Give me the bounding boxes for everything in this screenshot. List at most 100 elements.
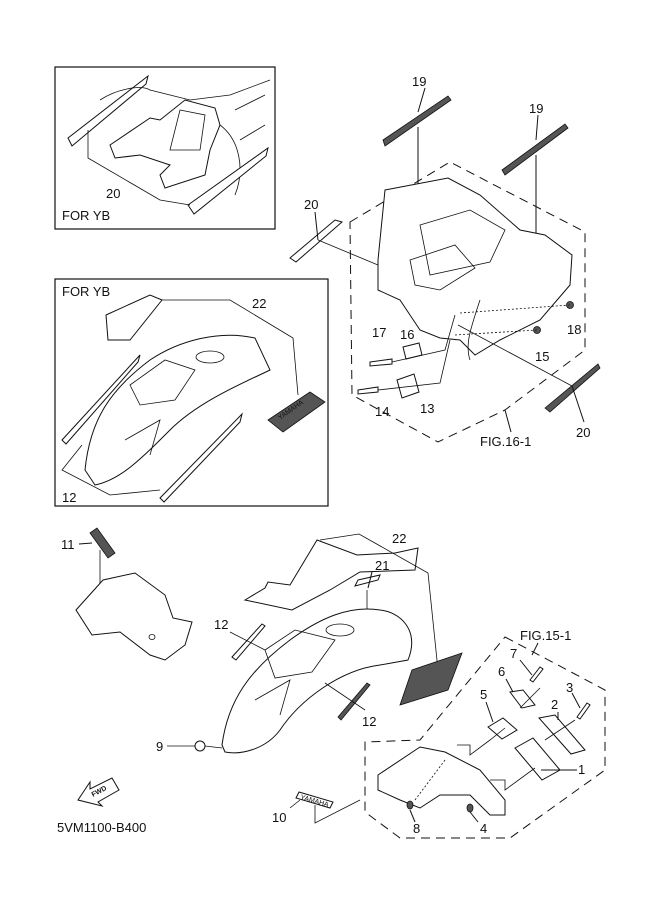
diagram-code: 5VM1100-B400 [57, 820, 146, 835]
emblem-10-group: YAMAHA 10 [272, 791, 361, 825]
part-18-nut [566, 301, 574, 309]
headlight-cover-group: 11 [61, 527, 193, 661]
decal-top-left [105, 294, 163, 341]
part-7-bolt [529, 666, 544, 683]
callout-14: 14 [375, 404, 389, 419]
storage-box [419, 209, 506, 276]
fig-16-1-boundary [349, 161, 586, 443]
decal-strip-left [67, 74, 149, 147]
front-fender [84, 334, 271, 486]
leader-4 [469, 811, 479, 823]
fig-16-1-ref: FIG.16-1 [480, 434, 531, 449]
license-bracket-assembly: FIG.15-1 1 2 3 4 5 6 7 8 [364, 628, 606, 839]
fwd-indicator: FWD [77, 777, 120, 807]
leader-10 [289, 799, 301, 809]
callout-15: 15 [535, 349, 549, 364]
leader-9b [204, 745, 223, 749]
headlight-panel [129, 359, 196, 406]
leader-8 [409, 809, 416, 823]
license-bracket [377, 746, 506, 816]
callout-20: 20 [304, 197, 318, 212]
leader-10b [314, 799, 361, 824]
fender-detail [124, 419, 161, 456]
rear-fender [377, 177, 573, 356]
hardware-leaders [377, 314, 456, 391]
part-6-plate [509, 689, 536, 709]
leader-11 [78, 542, 93, 545]
part-14-rivet [357, 386, 379, 395]
callout-9: 9 [156, 739, 163, 754]
fig-15-1-ref: FIG.15-1 [520, 628, 571, 643]
part-15-nut [533, 326, 541, 334]
callout-22: 22 [252, 296, 266, 311]
part-8-nut [406, 800, 414, 810]
leader-21 [367, 571, 373, 589]
storage-box [169, 109, 206, 151]
callout-12: 12 [62, 490, 76, 505]
callout-12: 12 [214, 617, 228, 632]
callout-12: 12 [362, 714, 376, 729]
part-4-nut [466, 803, 474, 813]
tray [409, 244, 476, 291]
callout-7: 7 [510, 646, 517, 661]
callout-18: 18 [567, 322, 581, 337]
leader-22 [162, 299, 299, 396]
decal-strip-left [61, 354, 141, 445]
fender-lines [234, 94, 266, 141]
decal-19-left [382, 95, 452, 147]
rear-fender-assembly: 19 19 20 17 16 18 15 14 13 20 FIG.1 [289, 74, 601, 449]
callout-4: 4 [480, 821, 487, 836]
leader-19a [417, 87, 426, 113]
fender-curve [467, 299, 481, 361]
leader-22 [319, 533, 439, 671]
fig-16-1-leader [504, 409, 512, 433]
callout-20: 20 [576, 425, 590, 440]
part-9-reflector [194, 740, 206, 752]
leader-20b-line [457, 324, 573, 387]
inset-title: FOR YB [62, 284, 110, 299]
front-fender [221, 608, 413, 754]
front-fender-assembly: 22 21 12 12 9 [156, 531, 463, 754]
part-16-plate [402, 342, 423, 360]
decal-19-right [501, 123, 569, 176]
yamaha-decal [267, 391, 326, 433]
callout-10: 10 [272, 810, 286, 825]
headlight-panel [264, 629, 336, 679]
inset-for-yb-front: FOR YB YAMAHA 22 12 [54, 278, 329, 507]
part-2-plate [538, 714, 586, 755]
fender-detail [254, 679, 291, 716]
dotted-line [414, 759, 446, 801]
leader-19b [535, 114, 539, 141]
yamaha-emblem-11 [89, 527, 116, 559]
leader-6 [505, 678, 514, 693]
callout-2: 2 [551, 697, 558, 712]
cover-hole [148, 634, 156, 640]
callout-19: 19 [412, 74, 426, 89]
callout-1: 1 [578, 762, 585, 777]
yamaha-side-decal [399, 652, 463, 706]
callout-22: 22 [392, 531, 406, 546]
inset-title: FOR YB [62, 208, 110, 223]
decal-22-top [243, 539, 419, 611]
callout-20: 20 [106, 186, 120, 201]
callout-6: 6 [498, 664, 505, 679]
callout-17: 17 [372, 325, 386, 340]
callout-5: 5 [480, 687, 487, 702]
fig-15-1-boundary [364, 636, 606, 839]
fuel-cap [195, 350, 225, 364]
leader-20 [87, 130, 191, 206]
part-1-frame [514, 737, 561, 781]
hardware-dotted-lines [454, 304, 571, 336]
leader-12b [324, 682, 366, 711]
part-13-plate [396, 373, 420, 399]
decal-12-lower [337, 682, 371, 721]
fwd-arrow-icon [77, 777, 120, 807]
callout-11: 11 [61, 537, 75, 552]
leader-20a [314, 211, 319, 241]
yamaha-emblem-10 [295, 791, 334, 809]
callout-19: 19 [529, 101, 543, 116]
callout-3: 3 [566, 680, 573, 695]
leader-12 [61, 444, 161, 496]
callout-13: 13 [420, 401, 434, 416]
